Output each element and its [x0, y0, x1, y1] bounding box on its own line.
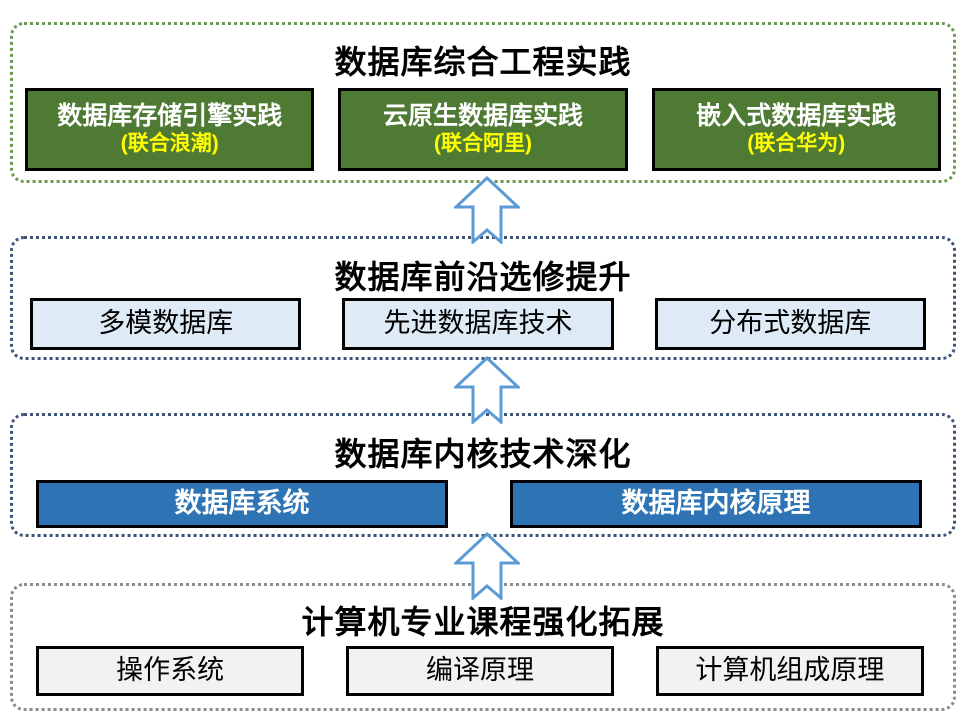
practice-box-cloud-native: 云原生数据库实践 (联合阿里)	[338, 88, 628, 171]
kernel-box-kernel-principles: 数据库内核原理	[510, 480, 922, 528]
elective-box-distributed: 分布式数据库	[654, 298, 926, 350]
layer-kernel-title: 数据库内核技术深化	[334, 436, 632, 472]
electives-box-row: 多模数据库 先进数据库技术 分布式数据库	[30, 298, 926, 350]
layer-practice-title: 数据库综合工程实践	[334, 44, 632, 80]
layer-foundation: 计算机专业课程强化拓展 操作系统 编译原理 计算机组成原理	[10, 583, 956, 711]
layer-practice: 数据库综合工程实践 数据库存储引擎实践 (联合浪潮) 云原生数据库实践 (联合阿…	[10, 22, 956, 183]
up-arrow-icon-top	[454, 176, 520, 244]
elective-box-advanced: 先进数据库技术	[342, 298, 614, 350]
kernel-box-row: 数据库系统 数据库内核原理	[36, 480, 922, 528]
practice-box-embedded-name: 嵌入式数据库实践	[696, 102, 897, 131]
foundation-box-compiler-principles: 编译原理	[345, 646, 615, 696]
layer-foundation-title: 计算机专业课程强化拓展	[301, 604, 665, 640]
up-arrow-icon-bottom	[454, 532, 520, 600]
practice-box-storage-engine: 数据库存储引擎实践 (联合浪潮)	[25, 88, 315, 171]
layer-electives-title: 数据库前沿选修提升	[334, 259, 632, 295]
foundation-box-operating-systems: 操作系统	[36, 646, 305, 696]
practice-box-cloud-native-partner: (联合阿里)	[433, 131, 532, 155]
practice-box-cloud-native-name: 云原生数据库实践	[382, 102, 583, 131]
kernel-box-database-systems: 数据库系统	[36, 480, 448, 528]
up-arrow-icon-middle	[454, 356, 520, 424]
foundation-box-row: 操作系统 编译原理 计算机组成原理	[36, 646, 924, 696]
layer-electives: 数据库前沿选修提升 多模数据库 先进数据库技术 分布式数据库	[10, 236, 956, 360]
foundation-box-computer-organization: 计算机组成原理	[655, 646, 924, 696]
practice-box-embedded-partner: (联合华为)	[747, 131, 846, 155]
practice-box-embedded: 嵌入式数据库实践 (联合华为)	[651, 88, 941, 171]
elective-box-multimodel: 多模数据库	[30, 298, 302, 350]
practice-box-storage-engine-partner: (联合浪潮)	[120, 131, 219, 155]
layer-kernel: 数据库内核技术深化 数据库系统 数据库内核原理	[10, 413, 956, 537]
practice-box-row: 数据库存储引擎实践 (联合浪潮) 云原生数据库实践 (联合阿里) 嵌入式数据库实…	[25, 88, 941, 171]
practice-box-storage-engine-name: 数据库存储引擎实践	[57, 102, 283, 131]
